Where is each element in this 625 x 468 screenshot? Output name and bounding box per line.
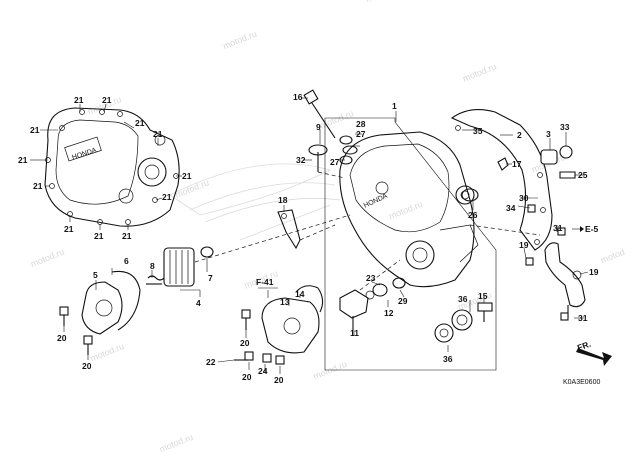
part-label-34: 34 (506, 203, 516, 213)
part-label-5: 5 (93, 270, 98, 280)
watermark: motod.ru (221, 29, 258, 52)
part-label-29: 29 (398, 296, 408, 306)
bracket (277, 209, 301, 250)
ref-f41: F-41 (256, 277, 274, 287)
cover-gasket (450, 109, 553, 251)
filter-cover (81, 270, 141, 335)
seals (339, 135, 576, 179)
part-label-24: 24 (258, 366, 268, 376)
svg-text:HONDA: HONDA (363, 193, 389, 210)
part-label-28: 28 (356, 119, 366, 129)
part-label-21: 21 (74, 95, 84, 105)
diagram-code: K0A3E0600 (563, 379, 600, 386)
part-label-9: 9 (316, 122, 321, 132)
part-label-25: 25 (578, 170, 588, 180)
part-label-21i: 21 (162, 192, 172, 202)
watermark: motod.ru (29, 247, 66, 270)
part-label-19: 19 (519, 240, 529, 250)
part-label-16: 16 (293, 92, 303, 102)
part-label-22: 22 (206, 357, 216, 367)
part-label-11: 11 (350, 328, 359, 338)
part-label-3: 3 (546, 129, 551, 139)
watermark: motod.ru (599, 243, 625, 266)
oil-dipstick (303, 89, 336, 172)
part-label-19b: 19 (589, 267, 599, 277)
clutch-lifter-arm (544, 242, 586, 318)
bearings (434, 188, 493, 343)
part-label-18: 18 (278, 195, 288, 205)
part-label-15: 15 (478, 291, 488, 301)
part-label-7: 7 (208, 273, 213, 283)
part-label-21l: 21 (122, 231, 132, 241)
part-label-20c: 20 (240, 338, 250, 348)
part-label-21h: 21 (182, 171, 192, 181)
ref-e5: E-5 (585, 224, 599, 234)
watermark: motod.ru (364, 0, 401, 4)
part-label-21d: 21 (30, 125, 40, 135)
watermark: motod.ru (318, 108, 355, 131)
part-label-12: 12 (384, 308, 394, 318)
front-marker: FR. (576, 339, 592, 353)
part-label-21k: 21 (94, 231, 104, 241)
part-label-14: 14 (295, 289, 305, 299)
watermark: motod.ru (387, 199, 424, 222)
part-label-27: 27 (356, 129, 366, 139)
part-label-20: 20 (57, 333, 67, 343)
part-label-23: 23 (366, 273, 376, 283)
part-label-35: 35 (473, 126, 483, 136)
oil-filter (146, 246, 214, 287)
part-label-6: 6 (124, 256, 129, 266)
outer-cover: HONDA (44, 107, 180, 227)
part-label-13: 13 (280, 297, 290, 307)
watermark: motod.ru (461, 61, 498, 84)
part-label-21f: 21 (33, 181, 43, 191)
part-label-21b: 21 (102, 95, 112, 105)
part-label-27b: 27 (330, 157, 340, 167)
part-label-21e: 21 (18, 155, 28, 165)
watermark: motod.ru (0, 165, 1, 188)
part-label-26: 26 (468, 210, 478, 220)
svg-text:HONDA: HONDA (71, 147, 98, 162)
part-label-17: 17 (512, 159, 522, 169)
part-label-2: 2 (517, 130, 522, 140)
part-label-21g: 21 (153, 129, 163, 139)
part-label-20d: 20 (242, 372, 252, 382)
part-label-32: 32 (296, 155, 306, 165)
part-label-36b: 36 (443, 354, 453, 364)
part-label-30: 30 (519, 193, 529, 203)
part-label-21c: 21 (135, 118, 145, 128)
part-label-20e: 20 (274, 375, 284, 385)
part-labels: 1 2 3 4 5 6 7 8 9 11 12 13 14 15 16 17 1… (18, 92, 599, 385)
part-label-36: 36 (458, 294, 468, 304)
bolts (59, 204, 569, 365)
part-label-21j: 21 (64, 224, 74, 234)
watermark: motod.ru (89, 341, 126, 364)
water-pump (261, 277, 406, 354)
part-label-33: 33 (560, 122, 570, 132)
part-label-31b: 31 (578, 313, 588, 323)
wing-logo (169, 163, 341, 241)
watermark: motod.ru (174, 177, 211, 200)
part-label-1: 1 (392, 101, 397, 111)
part-label-20b: 20 (82, 361, 92, 371)
assembly-box (194, 117, 541, 371)
part-label-4: 4 (196, 298, 201, 308)
part-label-8: 8 (150, 261, 155, 271)
front-arrow: FR. (576, 339, 612, 366)
watermark: motod.ru (158, 432, 195, 455)
leader-lines (30, 97, 589, 374)
part-label-31: 31 (553, 223, 563, 233)
